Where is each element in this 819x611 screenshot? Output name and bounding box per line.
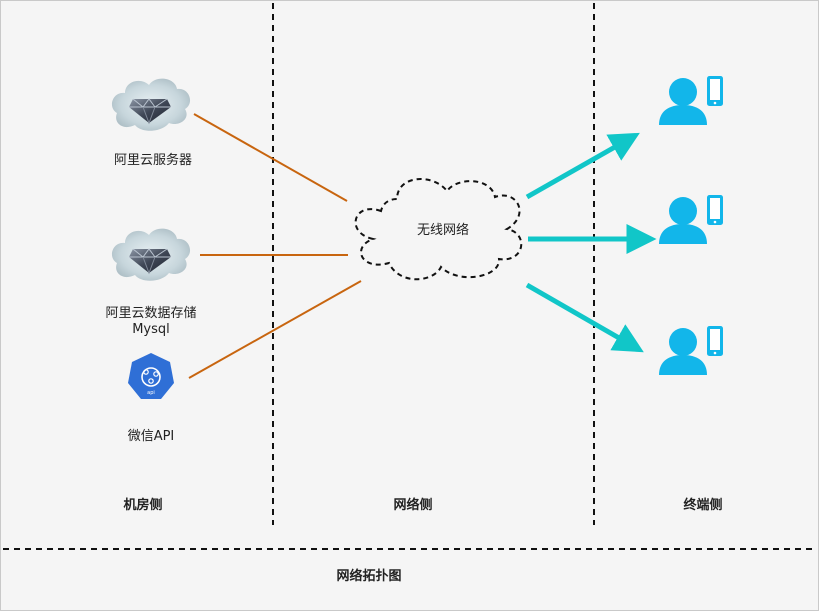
link-api-network [188, 280, 362, 379]
zone-label-machine-room: 机房侧 [123, 498, 163, 513]
diagram-title: 网络拓扑图 [336, 569, 402, 584]
arrow-to-terminal-3 [525, 282, 644, 353]
wechat-api-label: 微信API [127, 429, 175, 444]
zone-label-network: 网络侧 [393, 498, 433, 513]
aliyun-server-label: 阿里云服务器 [113, 153, 192, 168]
aliyun-storage-label-line2: Mysql [132, 322, 170, 337]
user-phone-icon-3 [659, 326, 723, 375]
user-phone-icon-1 [659, 76, 723, 125]
cloud-storage-icon [111, 228, 191, 281]
user-phone-icon-2 [659, 195, 723, 244]
aliyun-storage-label-line1: 阿里云数据存储 [105, 306, 197, 321]
wireless-network-label: 无线网络 [416, 223, 469, 238]
cloud-server-icon [111, 78, 191, 131]
link-server-network [193, 113, 348, 202]
api-hexagon-icon [128, 353, 174, 399]
arrow-to-terminal-1 [525, 132, 640, 200]
zone-label-terminal: 终端侧 [683, 498, 723, 513]
wireless-network-cloud [354, 178, 523, 281]
api-badge-text: api [147, 390, 155, 396]
